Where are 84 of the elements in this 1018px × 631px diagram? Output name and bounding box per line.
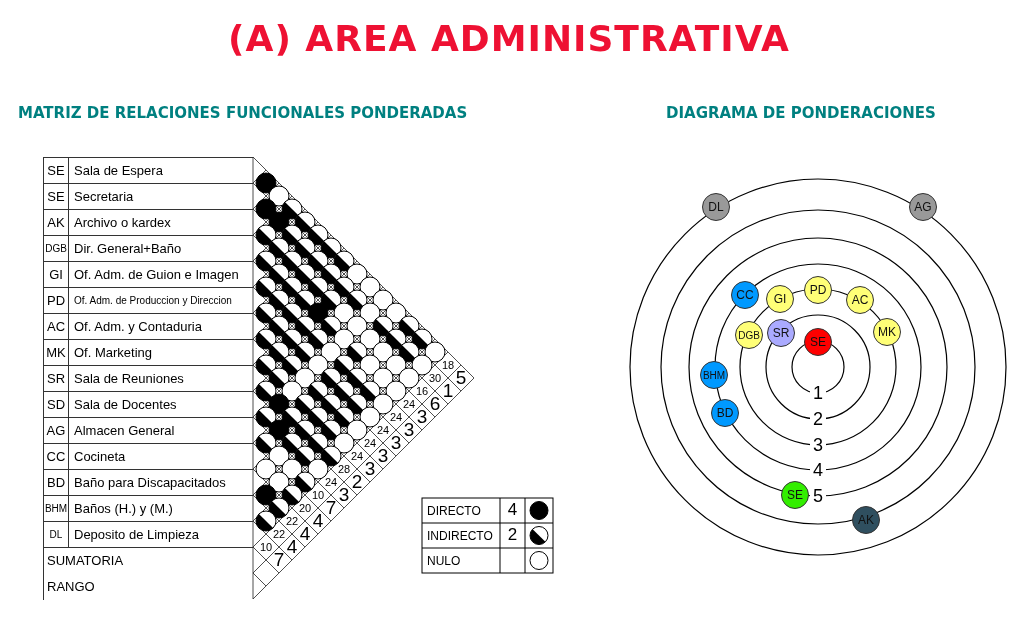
rank-value: 6 [428,393,442,415]
rank-value: 3 [363,458,377,480]
row-code: DGB [43,235,68,261]
row-code: AC [43,313,68,339]
ranking-circle: AK [852,506,880,534]
row-label: Of. Adm. de Produccion y Direccion [68,287,253,313]
row-label: Baños (H.) y (M.) [68,495,253,521]
ranking-circle: CC [731,281,759,309]
row-code: CC [43,443,68,469]
row-label: Of. Adm. de Guion e Imagen [68,261,253,287]
rank-value: 3 [415,406,429,428]
rank-value: 3 [389,432,403,454]
sum-value: 18 [440,358,456,372]
sum-value: 24 [388,410,404,424]
ranking-circle: SE [781,481,809,509]
rank-value: 7 [272,549,286,571]
rank-value: 2 [350,471,364,493]
sum-value: 28 [336,462,352,476]
legend-label: NULO [427,554,461,568]
row-code: SE [43,183,68,209]
sum-value: 24 [401,397,417,411]
sum-value: 24 [323,475,339,489]
ranking-circle: SE [804,328,832,356]
legend-value: 4 [506,500,519,520]
ranking-circle: DL [702,193,730,221]
rank-value: 4 [298,523,312,545]
sum-value: 22 [284,514,300,528]
rank-value: 3 [402,419,416,441]
row-label: Dir. General+Baño [68,235,253,261]
row-label: Secretaria [68,183,253,209]
ranking-circle: GI [766,285,794,313]
section-heading: DIAGRAMA DE PONDERACIONES [666,104,936,122]
row-code: BD [43,469,68,495]
sum-value: 22 [271,527,287,541]
ranking-circle: MK [873,318,901,346]
row-code: BHM [43,495,68,521]
ranking-circle: DGB [735,321,763,349]
legend-value: 2 [506,525,519,545]
rank-value: 4 [285,536,299,558]
row-code: DL [43,521,68,547]
rank-value: 3 [376,445,390,467]
sum-value: 24 [349,449,365,463]
row-label: Sala de Docentes [68,391,253,417]
ranking-circle: BD [711,399,739,427]
sum-value: 10 [310,488,326,502]
ranking-circle: SR [767,319,795,347]
row-label: SUMATORIA [47,553,124,568]
row-label: Of. Marketing [68,339,253,365]
row-code: AK [43,209,68,235]
sum-value: 20 [297,501,313,515]
row-code: PD [43,287,68,313]
row-code: SR [43,365,68,391]
sum-value: 10 [258,540,274,554]
rank-value: 1 [441,380,455,402]
row-code: SD [43,391,68,417]
row-label: Sala de Reuniones [68,365,253,391]
ranking-circle: BHM [700,361,728,389]
legend-label: DIRECTO [427,504,481,518]
rank-value: 3 [337,484,351,506]
rank-value: 7 [324,497,338,519]
row-code: AG [43,417,68,443]
ranking-circle: PD [804,276,832,304]
sum-value: 24 [375,423,391,437]
row-label: Almacen General [68,417,253,443]
section-heading: MATRIZ DE RELACIONES FUNCIONALES PONDERADAS [18,104,468,122]
rank-value: 4 [311,510,325,532]
sum-value: 24 [362,436,378,450]
row-label: Sala de Espera [68,157,253,183]
legend-label: INDIRECTO [427,529,493,543]
row-label: RANGO [47,579,95,594]
ranking-circle: AC [846,286,874,314]
title: (A) AREA ADMINISTRATIVA [227,18,791,59]
row-label: Cocineta [68,443,253,469]
ranking-circle: AG [909,193,937,221]
sum-value: 16 [414,384,430,398]
row-label: Baño para Discapacitados [68,469,253,495]
row-code: SE [43,157,68,183]
row-label: Of. Adm. y Contaduria [68,313,253,339]
row-code: GI [43,261,68,287]
row-label: Deposito de Limpieza [68,521,253,547]
rank-value: 5 [454,367,468,389]
row-label: Archivo o kardex [68,209,253,235]
row-code: MK [43,339,68,365]
sum-value: 30 [427,371,443,385]
